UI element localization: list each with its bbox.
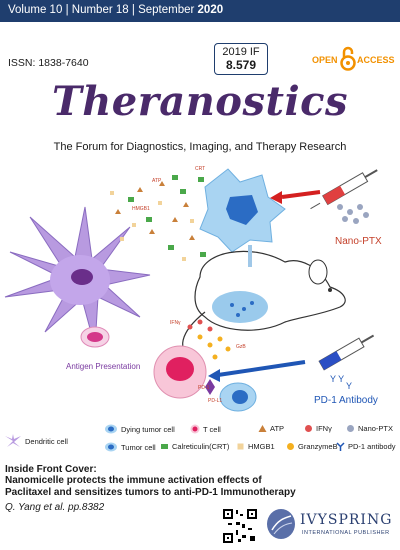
tumor-cell-illustration <box>219 382 257 412</box>
dying-tumor-cell-illustration <box>199 168 286 253</box>
open-access-logo: OPEN ACCESS <box>312 46 395 72</box>
svg-text:Y Y: Y Y <box>330 374 344 384</box>
atp-label: ATP <box>152 178 162 184</box>
dendritic-cell-icon <box>5 434 21 447</box>
gzb-label: GzB <box>236 344 246 350</box>
hmgb1-icon <box>237 443 244 450</box>
open-word: OPEN <box>312 55 338 65</box>
qr-code-icon <box>222 508 258 544</box>
nano-ptx-icon <box>347 425 354 432</box>
legend-item: GranzymeB <box>286 442 338 451</box>
pd1-antibody-label: PD-1 Antibody <box>314 395 378 406</box>
legend-item: ATP <box>258 424 284 433</box>
t-cell-icon <box>190 424 200 434</box>
ivyspring-logo-icon <box>267 509 295 539</box>
atp-triangle-icon <box>258 425 267 432</box>
cover-authors: Q. Yang et al. pp.8382 <box>5 502 105 513</box>
issue-info: Volume 10 | Number 18 | September 2020 <box>8 4 224 16</box>
cytokine-particles <box>187 319 231 360</box>
legend-item: Dying tumor cell <box>104 424 175 434</box>
pdl1-label: PD-L1 <box>208 398 223 404</box>
cover-heading: Inside Front Cover: <box>5 464 97 475</box>
journal-subtitle: The Forum for Diagnostics, Imaging, and … <box>53 141 347 153</box>
issue-banner: Volume 10 | Number 18 | September 2020 <box>0 0 400 22</box>
antigen-presentation-label: Antigen Presentation <box>66 362 141 371</box>
figure-legend: Dendritic cell Dying tumor cell T cell A… <box>0 422 400 458</box>
impact-factor-label: 2019 IF <box>222 46 260 58</box>
damp-particles <box>110 175 216 270</box>
svg-text:Y: Y <box>346 381 352 391</box>
dying-tumor-cell-icon <box>105 424 117 434</box>
crt-icon <box>161 444 168 449</box>
nano-ptx-label: Nano-PTX <box>335 236 382 247</box>
pd1-antibody-syringe: Y Y Y <box>208 334 375 391</box>
tumor-cell-icon <box>105 442 117 452</box>
publisher-tagline: INTERNATIONAL PUBLISHER <box>302 530 390 536</box>
antibody-icon <box>336 442 345 451</box>
legend-item: Tumor cell <box>104 442 156 452</box>
legend-item: Nano-PTX <box>346 424 393 433</box>
impact-factor-value: 8.579 <box>225 58 257 72</box>
crt-label: CRT <box>195 166 206 172</box>
granzyme-icon <box>287 443 294 450</box>
dendritic-cell-illustration <box>4 206 151 348</box>
volume: Volume 10 <box>8 4 63 16</box>
legend-item: HMGB1 <box>236 442 275 451</box>
ifny-icon <box>305 425 312 432</box>
pd1-label: PD-1 <box>198 385 210 391</box>
open-access-lock-icon <box>340 46 356 71</box>
cover-description: Nanomicelle protects the immune activati… <box>5 475 296 498</box>
journal-title: Theranostics <box>51 78 349 125</box>
cover-illustration: Y Y Y <box>4 168 378 412</box>
access-word: ACCESS <box>357 55 395 65</box>
legend-item: T cell <box>190 424 221 434</box>
legend-item: Calreticulin(CRT) <box>160 442 229 451</box>
legend-item: Dendritic cell <box>4 434 68 448</box>
date: September <box>138 4 195 16</box>
impact-factor-box: 2019 IF 8.579 <box>214 43 268 75</box>
mouse-illustration <box>182 245 346 358</box>
hmgb1-label: HMGB1 <box>132 206 150 212</box>
legend-item: IFNγ <box>304 424 332 433</box>
year: 2020 <box>197 4 224 16</box>
ifny-label: IFNγ <box>170 320 181 326</box>
legend-item: PD-1 antibody <box>336 442 396 451</box>
t-cell-illustration <box>153 345 215 399</box>
number: Number 18 <box>71 4 129 16</box>
nano-ptx-syringe <box>270 169 378 224</box>
publisher-name: IVYSPRING <box>300 512 393 528</box>
issn: ISSN: 1838-7640 <box>8 57 89 69</box>
